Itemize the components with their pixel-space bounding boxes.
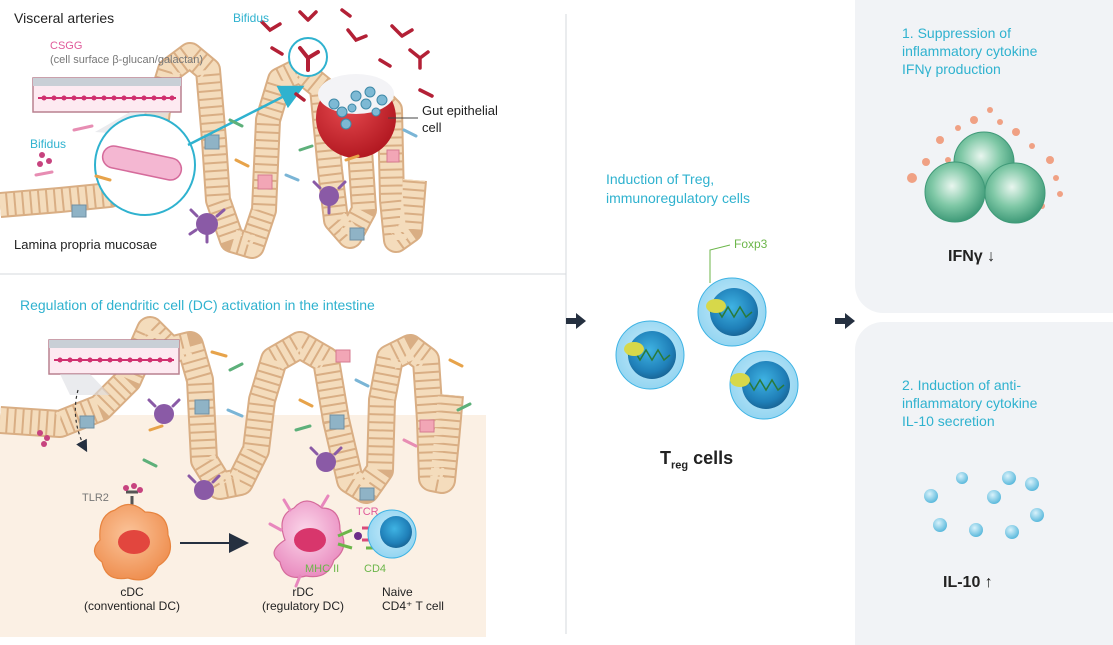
cd4-label: CD4	[364, 563, 387, 575]
rdc-label-line2: (regulatory DC)	[261, 598, 345, 613]
treg-label-sub: reg	[671, 459, 689, 472]
bottom-panel-title: Regulation of dendritic cell (DC) activa…	[20, 297, 375, 313]
result-1-line2: inflammatory cytokine	[902, 43, 1038, 60]
bifidus-label-top: Bifidus	[233, 11, 270, 25]
result-1-line3: IFNγ production	[902, 61, 1001, 78]
gut-epithelial-label-2: cell	[422, 120, 442, 135]
treg-title-line1: Induction of Treg,	[606, 171, 715, 187]
result-1-title: 1. Suppression of inflammatory cytokine …	[902, 24, 1037, 79]
result-2-line3: IL-10 secretion	[902, 413, 995, 430]
cdc-label: cDC (conventional DC)	[62, 585, 202, 614]
lamina-propria-label: Lamina propria mucosae	[14, 237, 158, 252]
result-panel-bottom	[855, 322, 1113, 645]
result-2-line1: 2. Induction of anti-	[902, 377, 1022, 393]
treg-title-line2: immunoregulatory cells	[606, 189, 750, 206]
foxp3-label: Foxp3	[734, 237, 768, 251]
ifn-result: IFNγ ↓	[948, 248, 996, 265]
naive-label-line1: Naive	[382, 585, 413, 599]
result-1-line1: 1. Suppression of	[902, 25, 1011, 41]
tlr2-label: TLR2	[82, 492, 109, 504]
mhc-label: MHC II	[305, 563, 340, 575]
treg-label-cells: cells	[688, 448, 734, 468]
tcr-label: TCR	[356, 506, 379, 518]
result-2-title: 2. Induction of anti- inflammatory cytok…	[902, 376, 1037, 431]
rdc-label-line1: rDC	[292, 585, 314, 599]
cdc-label-line2: (conventional DC)	[83, 598, 181, 613]
naive-label-line2: CD4⁺ T cell	[382, 598, 444, 613]
treg-cells-label: Treg cells	[660, 448, 733, 472]
csgg-description: (cell surface β-glucan/galactan)	[50, 54, 204, 66]
treg-cell-group	[615, 277, 799, 420]
naive-t-cell-label: Naive CD4⁺ T cell	[382, 585, 444, 614]
cdc-label-line1: cDC	[120, 585, 144, 599]
treg-induction-title: Induction of Treg, immunoregulatory cell…	[606, 170, 750, 208]
gut-epithelial-label-1: Gut epithelial	[422, 103, 498, 118]
bifidus-label-left: Bifidus	[30, 137, 67, 151]
top-panel-title: Visceral arteries	[14, 10, 115, 26]
treg-label-t: T	[660, 448, 671, 468]
csgg-label: CSGG	[50, 40, 83, 52]
result-2-line2: inflammatory cytokine	[902, 395, 1038, 412]
il10-result: IL-10 ↑	[943, 574, 993, 591]
rdc-label: rDC (regulatory DC)	[238, 585, 368, 614]
